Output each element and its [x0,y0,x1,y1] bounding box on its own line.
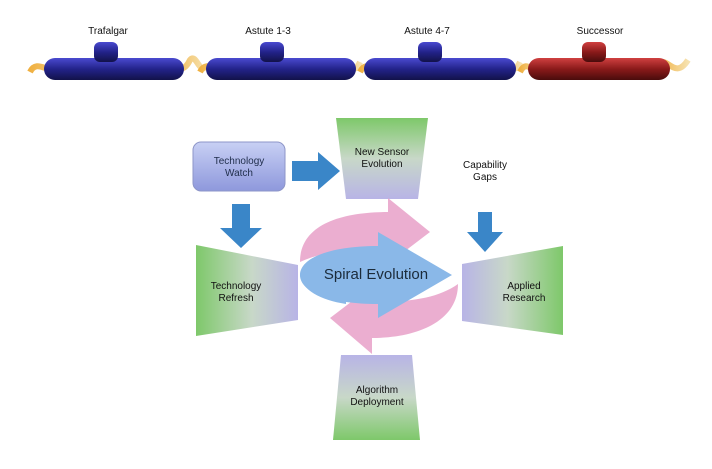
submarine-trafalgar [27,42,209,80]
algorithm-deployment-label: Algorithm Deployment [350,385,404,408]
spiral-evolution-cycle [300,198,458,354]
technology-refresh-label: Technology Refresh [210,281,262,304]
technology-watch-box [192,141,286,192]
capability-gaps-label: Capability Gaps [463,160,507,183]
label-astute-4-7: Astute 4-7 [404,26,450,37]
arrow-right-icon [292,152,340,190]
submarine-astute-4-7 [357,42,523,80]
spiral-evolution-label: Spiral Evolution [323,266,429,283]
applied-research-label: Applied Research [502,281,546,304]
technology-refresh-funnel [196,245,298,336]
algorithm-deployment-funnel [333,355,420,440]
label-trafalgar: Trafalgar [88,26,128,37]
technology-watch-label: Technology Watch [213,156,265,179]
arrow-down-left-icon [220,204,262,248]
submarine-successor [517,42,691,80]
submarine-astute-1-3 [197,42,363,80]
arrow-down-right-icon [467,212,503,252]
new-sensor-evolution-label: New Sensor Evolution [354,147,410,170]
label-successor: Successor [576,26,624,37]
new-sensor-funnel [336,118,428,199]
label-astute-1-3: Astute 1-3 [245,26,291,37]
applied-research-funnel [462,246,563,335]
